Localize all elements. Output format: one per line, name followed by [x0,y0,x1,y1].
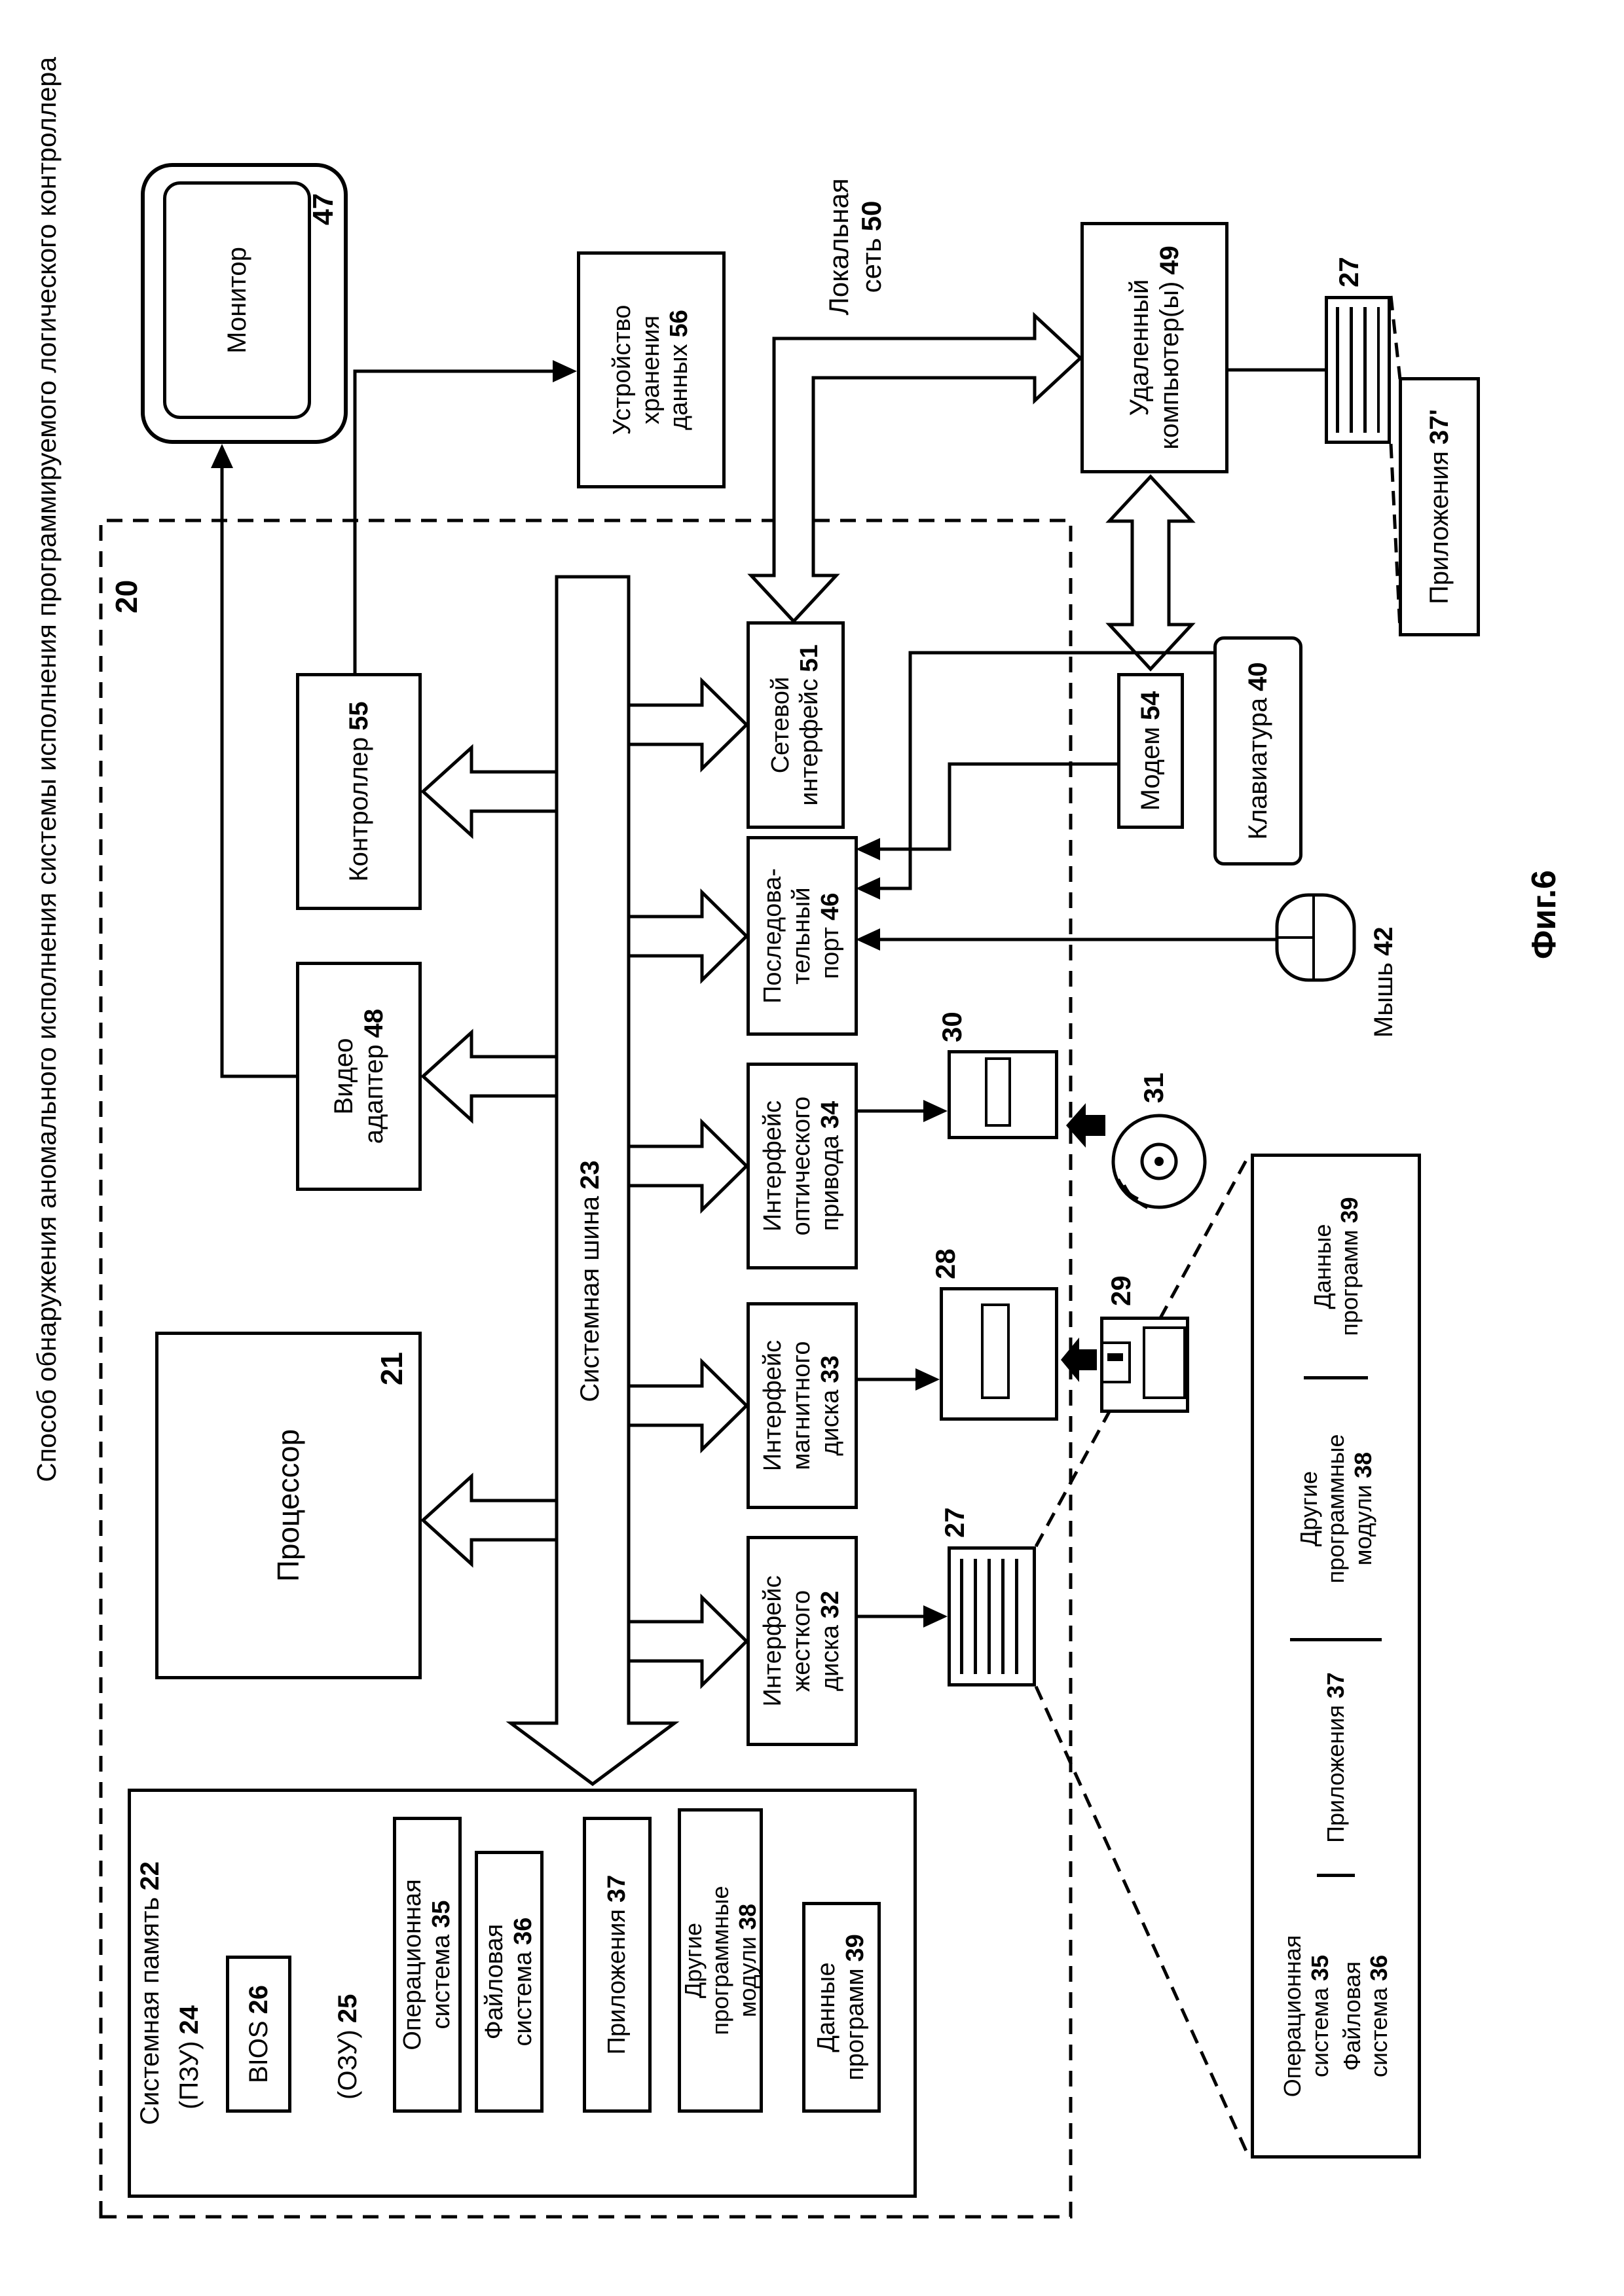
bios-box: BIOS26 [226,1956,291,2113]
bus-branch-video-adapter [420,1029,559,1124]
remote-apps-fan-right [1389,295,1402,380]
monitor-screen: Монитор [163,181,311,419]
disk-contents-cell-os: Операционная система35 Файловая система3… [1279,1935,1393,2098]
processor-box: Процессор 21 [155,1332,422,1679]
system-memory-label: Системная память [136,1897,164,2125]
arrowhead-mouse-serial [856,928,880,951]
arrowhead-into-hdd [923,1605,948,1628]
arrowhead-keyboard-serial [856,877,880,900]
disk-contents-cell-data: Данные программ39 [1303,1157,1369,1379]
modem-box: Модем54 [1117,673,1184,829]
memory-filesystem-box: Файловая система36 [475,1851,544,2113]
memory-apps-box: Приложения37 [583,1817,652,2113]
disk-contents-cell-modules: Другие программные модули38 [1289,1379,1382,1641]
bus-branch-serial-port [627,888,749,984]
disk-contents-table: Операционная система35 Файловая система3… [1251,1154,1421,2159]
optical-drive-icon [948,1050,1058,1139]
bus-branch-controller [420,744,559,839]
figure-title: Способ обнаружения аномального исполнени… [31,57,62,1482]
arrowhead-into-monitor [211,444,233,468]
memory-modules-box: Другие программные модули38 [678,1808,763,2113]
optical-drive-number: 30 [936,1011,967,1042]
controller-box: Контроллер55 [296,673,422,910]
bus-branch-processor [420,1472,559,1568]
system-memory-number: 22 [136,1861,164,1891]
keyboard-to-serial-line [874,651,1213,890]
lan-label: Локальная сеть50 [823,178,887,316]
memory-os-box: Операционная система35 [393,1817,462,2113]
serial-port-box: Последова- тельный порт46 [747,836,858,1036]
monitor-number: 47 [307,193,339,225]
remote-computer-box: Удаленный компьютер(ы)49 [1080,222,1228,473]
remote-apps-box: Приложения37' [1399,377,1480,636]
storage-device-box: Устройство хранения данных56 [577,251,726,488]
floppy-drive-icon [940,1287,1058,1421]
floppy-shutter-slot [1107,1353,1123,1361]
lan-connector-arrow [747,312,1083,624]
optical-drive-interface-box: Интерфейс оптического привода34 [747,1063,858,1269]
system-bus-label: Системная шина23 [576,1160,604,1402]
bus-branch-magnetic-interface [627,1358,749,1453]
video-adapter-box: Видео адаптер48 [296,962,422,1191]
network-interface-box: Сетевой интерфейс51 [747,621,845,829]
floppy-disk-icon [1100,1317,1189,1413]
disk-contents-fan-left [1034,1685,1250,2157]
floppy-insert-arrow [1061,1338,1097,1382]
monitor: Монитор 47 [141,163,348,444]
arrowhead-into-storage [553,360,577,382]
system-bus-band [506,575,680,1787]
hard-disk-drive-icon [948,1546,1036,1686]
hdd-interface-box: Интерфейс жесткого диска32 [747,1536,858,1746]
video-to-monitor-line [220,463,296,1078]
keyboard-box: Клавиатура40 [1213,636,1302,866]
optical-disc-number: 31 [1138,1072,1169,1103]
modem-to-serial-line [874,762,1117,851]
rom-section-label: (ПЗУ)24 [175,2005,204,2109]
remote-storage-platters [1336,307,1380,433]
bus-branch-optical-interface [627,1118,749,1214]
floppy-drive-slot [981,1303,1010,1399]
bus-branch-network-interface [627,677,749,773]
figure-number: Фиг.6 [1525,869,1563,960]
processor-number: 21 [375,1352,409,1386]
disk-contents-cell-apps: Приложения37 [1317,1641,1355,1877]
hard-disk-number: 27 [939,1507,970,1538]
remote-storage-number: 27 [1333,257,1364,287]
disc-insert-arrow [1066,1103,1105,1148]
remote-storage-icon [1325,296,1391,444]
magnetic-disk-interface-box: Интерфейс магнитного диска33 [747,1302,858,1509]
arrowhead-modem-serial [856,838,880,860]
optical-drive-slot [985,1057,1011,1127]
floppy-shutter [1103,1341,1131,1383]
memory-program-data-box: Данные программ39 [802,1902,881,2113]
system-memory-header: Системная память 22 [135,1795,166,2191]
optical-disc-icon [1111,1114,1207,1209]
controller-to-storage-line [353,369,558,673]
arrowhead-into-floppy-drive [915,1368,940,1391]
arrowhead-into-optical-drive [923,1100,948,1122]
ram-section-label: (ОЗУ)25 [333,1994,362,2100]
remote-apps-fan-left [1389,443,1402,630]
system-box-number: 20 [109,579,143,613]
mouse-label: Мышь42 [1369,926,1398,1038]
bus-branch-hdd-interface [627,1594,749,1689]
floppy-disk-number: 29 [1105,1275,1136,1306]
modem-remote-double-arrow [1105,474,1196,672]
floppy-label-area [1143,1326,1186,1399]
mouse-icon [1275,893,1356,982]
hard-disk-platters [960,1559,1024,1674]
floppy-drive-number: 28 [930,1248,961,1279]
